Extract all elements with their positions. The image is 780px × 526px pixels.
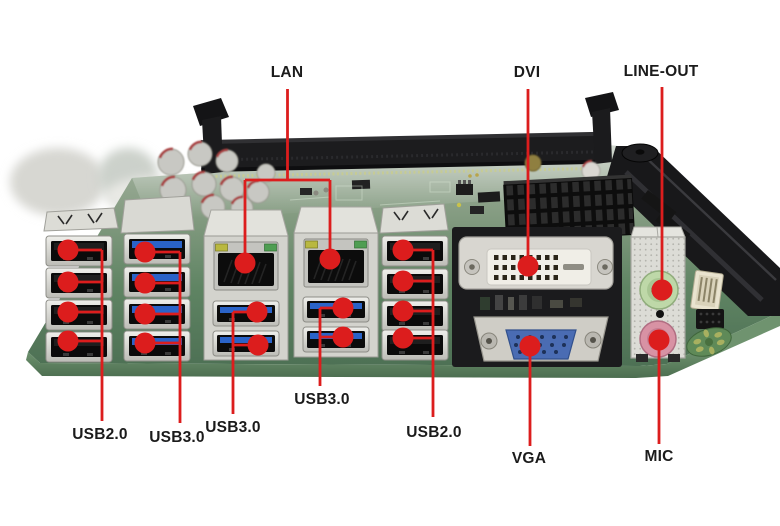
callout-label-usb3-mid-right: USB3.0: [294, 391, 350, 408]
video-port-block: [452, 227, 622, 367]
callout-label-line-out: LINE-OUT: [623, 63, 699, 80]
callout-label-usb3-mid-left: USB3.0: [205, 419, 261, 436]
ram-latch-right: [585, 92, 619, 164]
callout-label-usb3-left: USB3.0: [149, 429, 205, 446]
callout-label-dvi: DVI: [513, 64, 541, 81]
vga-connector: [473, 316, 609, 362]
lan-callout-line: [243, 89, 332, 263]
pin-header: [696, 309, 724, 329]
callout-label-usb2-left: USB2.0: [72, 426, 128, 443]
callout-label-mic: MIC: [644, 448, 674, 465]
usb3-stack-left: [120, 195, 195, 362]
buzzer-disc: [621, 143, 659, 163]
bracket-hole: [656, 310, 664, 318]
callout-label-usb2-right: USB2.0: [406, 424, 462, 441]
usb2-left-callout-line: [68, 248, 104, 421]
between-connectors-components: [480, 295, 582, 310]
usb2-right-callout-line: [403, 248, 435, 417]
usb3-left-callout-line: [145, 250, 182, 423]
usb2-stack-right: [379, 203, 449, 361]
pcb-rosette: [686, 327, 732, 357]
callout-label-vga: VGA: [511, 450, 547, 467]
usb2-stack-left: [43, 207, 119, 363]
wafer-connector: [690, 269, 724, 313]
callout-label-lan: LAN: [270, 64, 304, 81]
callout-dots: [57, 239, 673, 357]
